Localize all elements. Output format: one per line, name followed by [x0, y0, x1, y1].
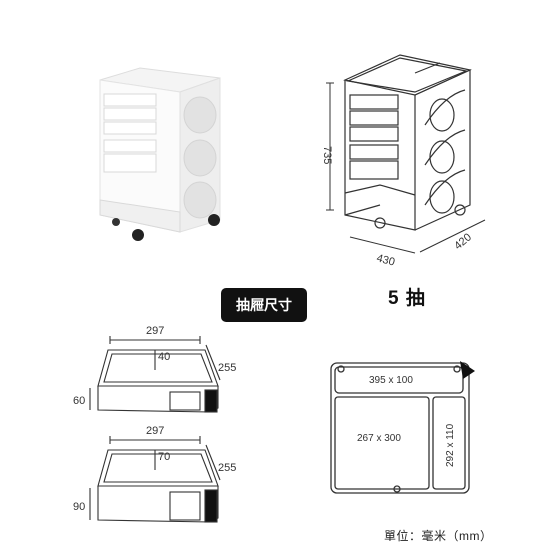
- cabinet-line-drawing: 735 430 420: [321, 54, 486, 269]
- side-compartment-label: 292 x 110: [445, 423, 456, 467]
- shallow-width-label: 297: [146, 325, 164, 337]
- deep-inner-label: 70: [158, 451, 170, 463]
- drawer-count-label: 5 抽: [388, 288, 426, 309]
- deep-depth-label: 255: [218, 462, 236, 474]
- trolley-photo: [99, 67, 221, 241]
- main-compartment-label: 267 x 300: [357, 433, 401, 444]
- shallow-drawer-diagram: 297 40 255 60: [73, 325, 236, 413]
- drawer-size-badge: 抽屜尺寸: [221, 288, 307, 322]
- top-compartment-label: 395 x 100: [369, 375, 413, 386]
- deep-width-label: 297: [146, 425, 164, 437]
- unit-label: 單位：毫米（mm）: [384, 529, 493, 543]
- top-view-diagram: 395 x 100 267 x 300 292 x 110: [330, 361, 475, 494]
- cabinet-height-label: 735: [321, 146, 333, 164]
- deep-height-label: 90: [73, 501, 85, 513]
- cabinet-width-label: 430: [375, 252, 396, 268]
- shallow-height-label: 60: [73, 395, 85, 407]
- shallow-depth-label: 255: [218, 362, 236, 374]
- deep-drawer-diagram: 297 70 255 90: [73, 425, 236, 523]
- shallow-inner-label: 40: [158, 351, 170, 363]
